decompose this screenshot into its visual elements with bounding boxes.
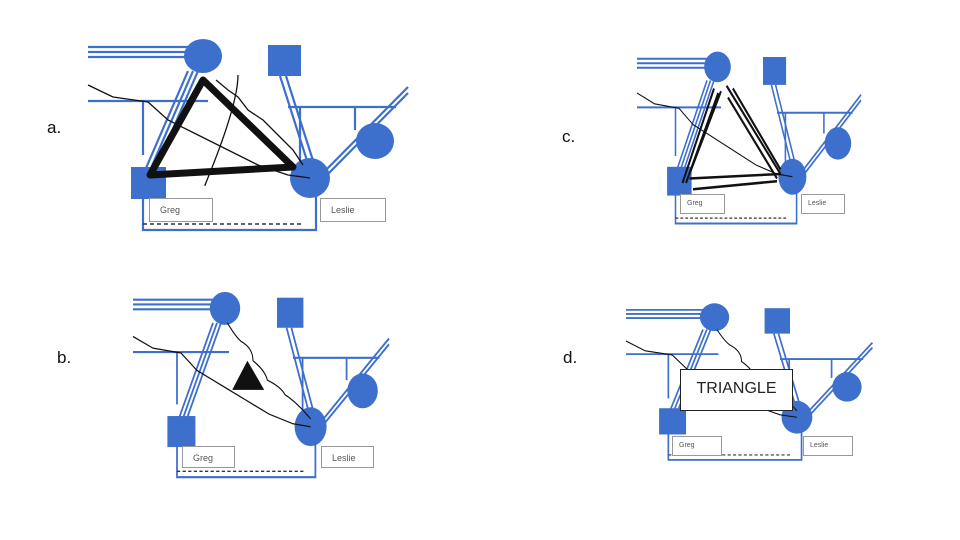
female-circle-right [356,123,394,159]
relationship-line [770,84,794,170]
triangle-text-box: TRIANGLE [680,369,793,411]
genogram-panel-a [87,39,409,232]
conflict-line [226,322,311,420]
relationship-line [176,322,214,425]
relationship-line [678,80,712,175]
conflict-line [215,79,304,166]
panel-label-a: a. [47,118,62,137]
female-circle-top [209,291,241,325]
filled-triangle-icon [232,360,265,390]
genogram [87,39,409,232]
genogram [625,303,874,461]
relationship-line [184,322,222,425]
panel-label-b: b. [57,348,72,367]
name-box-leslie-a: Leslie [320,198,386,222]
male-square-greg [659,408,687,435]
female-circle-right [824,127,852,160]
household-boundary [141,195,318,232]
name-box-leslie-b: Leslie [321,446,374,468]
male-square-greg [667,166,692,196]
household-boundary [176,443,317,479]
multi-stroke-triangle-drawing [681,85,782,191]
conflict-line [636,92,793,178]
name-box-leslie-c: Leslie [801,194,845,214]
male-square-greg [167,416,196,448]
female-circle-right [347,373,378,409]
household-boundary [674,192,798,225]
female-circle-right [832,372,862,402]
genogram-panel-b [132,291,390,479]
relationship-line [285,327,312,420]
panel-label-c: c. [562,127,576,146]
name-box-leslie-d: Leslie [803,436,853,456]
relationship-line [180,322,218,425]
female-circle-top [699,303,730,332]
relationship-line [674,80,708,175]
male-square-top-right [277,297,304,328]
genogram-panel-c [636,51,862,225]
thick-triangle-drawing [146,76,297,179]
name-box-greg-c: Greg [680,194,725,214]
relationship-line [141,70,190,176]
genogram [636,51,862,225]
genogram-panel-d [625,303,874,461]
genogram [132,291,390,479]
male-square-top-right [763,57,787,85]
panel-label-d: d. [563,348,578,367]
male-square-top-right [268,45,301,76]
conflict-line [87,84,311,179]
name-box-greg-a: Greg [149,198,213,222]
male-square-top-right [764,308,791,334]
conflict-line [204,74,239,186]
name-box-greg-d: Greg [672,436,722,456]
name-box-greg-b: Greg [182,446,235,468]
relationship-line [278,75,312,171]
relationship-line [681,80,715,175]
relationship-line [146,70,195,176]
female-circle-leslie [778,158,807,195]
female-circle-top [704,51,731,83]
female-circle-top [184,39,222,73]
conflict-line [132,335,311,428]
household-boundary [667,431,803,461]
